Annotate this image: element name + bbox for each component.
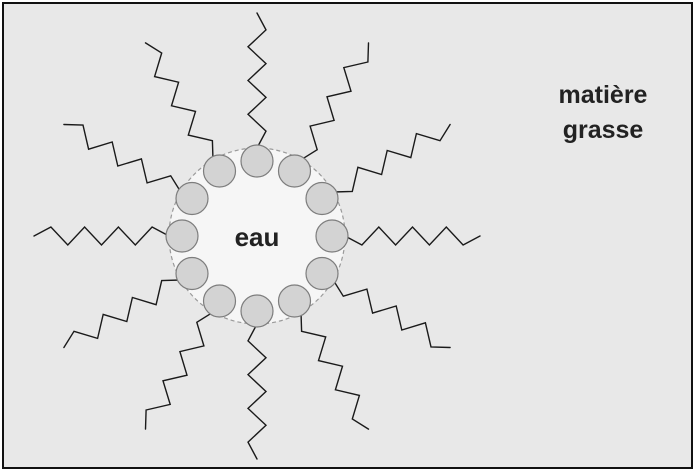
surfactant-head xyxy=(277,284,312,318)
surfactant-tail xyxy=(246,323,268,460)
water-label: eau xyxy=(235,222,280,252)
surfactant-head xyxy=(277,154,312,188)
surfactant-tail xyxy=(332,279,451,349)
fat-label-line1: matière xyxy=(559,81,648,109)
surfactant-tail xyxy=(63,279,182,349)
surfactant-tails xyxy=(33,12,481,460)
surfactant-head xyxy=(175,256,209,291)
surfactant-head xyxy=(175,181,209,216)
surfactant-tail xyxy=(144,42,214,161)
fat-label-line2: grasse xyxy=(563,116,644,144)
surfactant-tail xyxy=(332,123,451,193)
surfactant-tail xyxy=(246,12,268,149)
surfactant-head xyxy=(315,219,349,253)
surfactant-tail xyxy=(300,311,370,430)
surfactant-head xyxy=(240,144,274,178)
surfactant-head xyxy=(305,181,339,216)
surfactant-head xyxy=(202,154,237,188)
surfactant-head xyxy=(202,284,237,318)
surfactant-tail xyxy=(344,225,481,247)
surfactant-tail xyxy=(63,123,182,193)
surfactant-tail xyxy=(33,225,170,247)
surfactant-tail xyxy=(300,42,370,161)
surfactant-head xyxy=(240,294,274,328)
surfactant-tail xyxy=(144,311,214,430)
surfactant-head xyxy=(165,219,199,253)
surfactant-heads xyxy=(165,144,349,328)
surfactant-head xyxy=(305,256,339,291)
